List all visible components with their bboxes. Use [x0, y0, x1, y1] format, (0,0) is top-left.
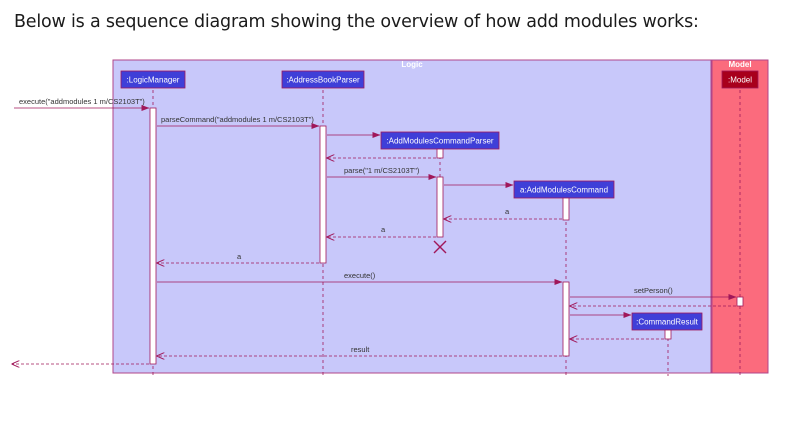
message-set-person-label: setPerson()	[634, 286, 673, 295]
message-execute-label: execute("addmodules 1 m/CS2103T")	[19, 97, 145, 106]
participant-logic-manager-label: :LogicManager	[127, 76, 180, 85]
participant-model-label: :Model	[728, 76, 752, 85]
message-parse-command-label: parseCommand("addmodules 1 m/CS2103T")	[161, 115, 314, 124]
participant-command-parser-label: :AddModulesCommandParser	[386, 137, 493, 146]
message-result-label: result	[351, 345, 370, 354]
logic-box-title: Logic	[401, 60, 423, 69]
message-parse-label: parse("1 m/CS2103T")	[344, 166, 420, 175]
participant-parser-label: :AddressBookParser	[286, 76, 360, 85]
activation-command-result	[664, 329, 672, 340]
message-return-a-parser-label: a	[237, 252, 242, 261]
message-return-a-command-label: a	[505, 207, 510, 216]
logic-box	[112, 59, 712, 374]
activation-command-parser-2	[436, 176, 444, 238]
intro-text: Below is a sequence diagram showing the …	[14, 12, 699, 32]
activation-command-parser-1	[436, 148, 444, 159]
message-return-a-command-parser-label: a	[381, 225, 386, 234]
activation-command-2	[562, 281, 570, 357]
activation-model	[736, 296, 744, 307]
model-box-title: Model	[728, 60, 751, 69]
activation-command-1	[562, 197, 570, 221]
participant-parser	[281, 70, 365, 89]
participant-logic-manager	[120, 70, 186, 89]
activation-parser	[319, 125, 327, 264]
message-execute-command-label: execute()	[344, 271, 376, 280]
destroy-marker-icon	[433, 240, 447, 254]
activation-logic-manager	[149, 107, 157, 365]
participant-model	[721, 70, 759, 89]
participant-command-result-label: :CommandResult	[636, 318, 699, 327]
participant-command-label: a:AddModulesCommand	[520, 186, 608, 195]
